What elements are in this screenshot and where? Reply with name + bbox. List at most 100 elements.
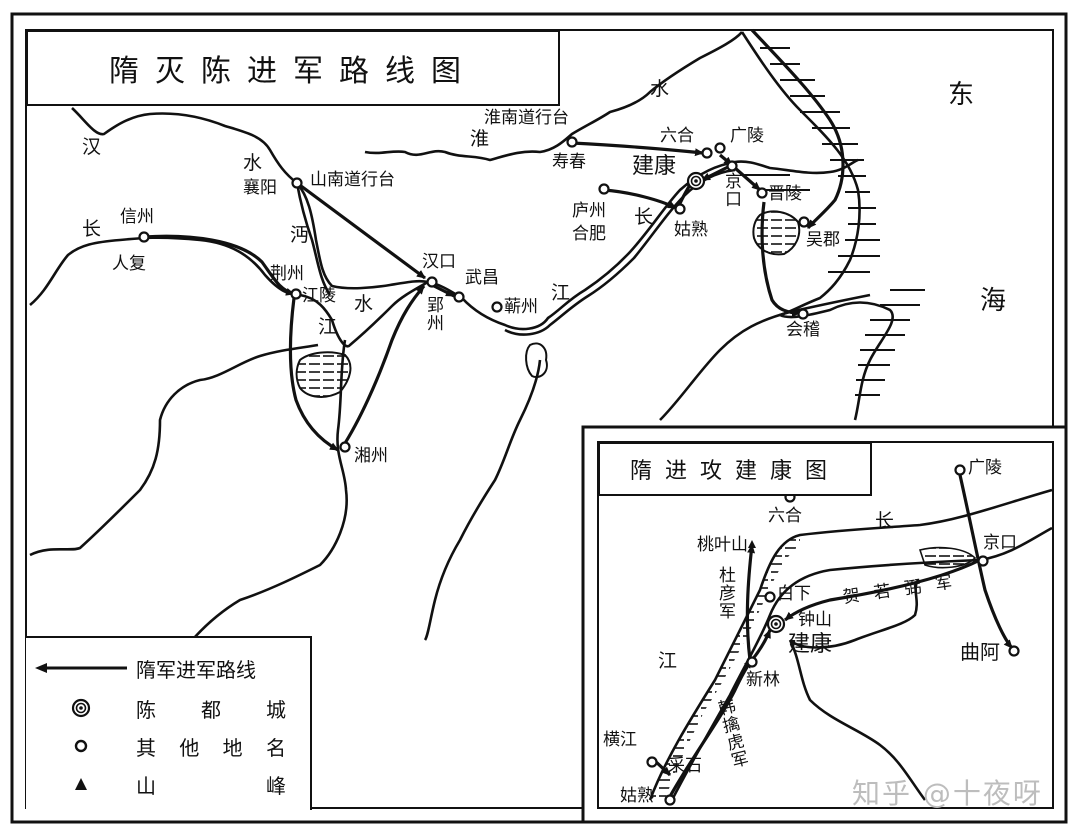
- inset-place-guangling: 广陵: [968, 458, 1002, 478]
- river-label-huai-2: 水: [650, 78, 670, 100]
- place-wuchang: 武昌: [465, 268, 499, 288]
- place-luhe: 六合: [660, 126, 694, 146]
- place-jingkou: 京口: [721, 172, 741, 208]
- place-hefei: 合肥: [572, 224, 606, 244]
- inset-river-label-chang: 长: [875, 510, 895, 532]
- place-xiangyang: 襄阳: [243, 178, 277, 198]
- river-label-chang-east: 长: [634, 206, 654, 228]
- huai-river: [364, 31, 743, 162]
- inset-map-title: 隋进攻建康图: [598, 442, 872, 496]
- sea-label-hai: 海: [980, 286, 1007, 316]
- river-label-mian-2: 水: [354, 293, 374, 315]
- route-he-ruobi: [784, 558, 981, 622]
- place-jinling: 晋陵: [768, 184, 802, 204]
- route-jiangling-xiangzhou: [288, 297, 339, 452]
- inset-place-zhongshan: 钟山: [798, 610, 832, 630]
- route-guangling-qua: [958, 474, 1014, 650]
- double-circle-icon: [26, 697, 136, 719]
- inset-capital-marker: [766, 614, 786, 634]
- yuan-river: [29, 343, 319, 557]
- place-jiankang: 建康: [632, 154, 677, 179]
- inset-place-taoyeshan: 桃叶山: [697, 535, 748, 555]
- taihu-lake: [752, 210, 801, 256]
- place-renfu: 人复: [112, 254, 146, 274]
- place-gushu: 姑熟: [674, 220, 708, 240]
- poyang-lake: [525, 342, 548, 378]
- triangle-icon: [26, 777, 136, 791]
- qiantang-river: [659, 293, 871, 421]
- circle-icon: [26, 738, 136, 754]
- route-xiangyang-hankou: [296, 181, 426, 280]
- place-guangling: 广陵: [730, 126, 764, 146]
- inset-river-hatch: [650, 535, 800, 800]
- river-label-jiang-mid: 江: [318, 316, 338, 338]
- place-jiangling: 江陵: [302, 286, 336, 306]
- outer-frame: [10, 12, 1068, 824]
- place-wujun: 吴郡: [806, 230, 840, 250]
- yangtze-river-inner: [504, 168, 736, 336]
- place-shouchun: 寿春: [552, 152, 586, 172]
- place-qizhou: 蕲州: [504, 297, 538, 317]
- han-river: [71, 107, 429, 290]
- river-label-han-2: 水: [243, 152, 263, 174]
- inset-place-qua: 曲阿: [960, 640, 1000, 664]
- inset-place-baixia: 白下: [777, 584, 811, 604]
- inset-place-gushu: 姑熟: [620, 786, 654, 806]
- mian-river: [295, 182, 332, 296]
- place-shannan: 山南道行台: [310, 170, 395, 190]
- route-shouchun-luhe: [571, 141, 704, 157]
- coastline: [740, 31, 894, 421]
- inset-place-hengjiang: 横江: [603, 730, 637, 750]
- river-label-chang-west: 长: [82, 218, 102, 240]
- legend-item-place: 其 他 地 名: [26, 728, 310, 764]
- place-yingzhou: 郢州: [423, 296, 443, 332]
- arrow-line-icon: [26, 661, 136, 675]
- place-kuaiji: 会稽: [786, 320, 820, 340]
- inset-island: [918, 546, 977, 569]
- sea-label-dong: 东: [948, 80, 975, 110]
- main-map-title: 隋灭陈进军路线图: [26, 30, 560, 106]
- route-xinzhou-jiangling: [143, 234, 295, 296]
- main-map-title-text: 隋灭陈进军路线图: [109, 54, 477, 89]
- place-markers: [138, 136, 810, 453]
- legend-label-route: 隋军进军路线: [136, 657, 256, 682]
- place-xinzhou: 信州: [120, 207, 154, 227]
- xiang-river: [178, 339, 348, 656]
- place-xiangzhou: 湘州: [354, 446, 388, 466]
- watermark: 知乎 @十夜呀: [852, 777, 1043, 810]
- river-label-jiang-east: 江: [551, 282, 571, 304]
- legend-label-capital: 陈 都 城: [136, 697, 286, 722]
- dongting-lake: [295, 351, 352, 398]
- legend-item-route: 隋军进军路线: [26, 650, 310, 686]
- route-han-qinhu: [666, 659, 754, 801]
- inset-place-xinlin: 新林: [746, 670, 780, 690]
- river-label-huai-1: 淮: [470, 128, 490, 150]
- place-luzhou: 庐州: [572, 201, 606, 221]
- place-hankou: 汉口: [422, 252, 456, 272]
- inset-place-caishi: 采石: [668, 756, 702, 776]
- legend-label-place: 其 他 地 名: [136, 735, 286, 760]
- legend: 隋军进军路线 陈 都 城 其 他 地 名 山 峰: [26, 636, 312, 810]
- place-huainan: 淮南道行台: [484, 108, 569, 128]
- place-jingzhou: 荆州: [270, 264, 304, 284]
- route-du-yan: [745, 544, 756, 661]
- mountain-taoyeshan: [748, 540, 756, 548]
- inset-place-jingkou: 京口: [983, 533, 1017, 553]
- river-label-mian-1: 沔: [290, 224, 310, 246]
- route-jinling-kuaiji: [760, 201, 801, 317]
- inset-map-title-text: 隋进攻建康图: [629, 459, 840, 484]
- capital-marker-main: [686, 171, 706, 191]
- inset-place-jiankang: 建康: [788, 632, 833, 657]
- route-luzhou-gushu: [603, 188, 677, 210]
- legend-item-mountain: 山 峰: [26, 766, 310, 802]
- river-label-han-1: 汉: [82, 136, 102, 158]
- route-coast-wujun: [750, 28, 845, 230]
- route-jingkou-jinling: [733, 166, 762, 192]
- army-routes: [143, 28, 845, 452]
- gan-river: [423, 359, 542, 641]
- legend-label-mountain: 山 峰: [136, 773, 286, 798]
- legend-item-capital: 陈 都 城: [26, 690, 310, 726]
- inset-place-luhe: 六合: [768, 506, 802, 526]
- inset-river-label-jiang: 江: [658, 650, 678, 672]
- route-jingkou-jiankang: [701, 164, 731, 182]
